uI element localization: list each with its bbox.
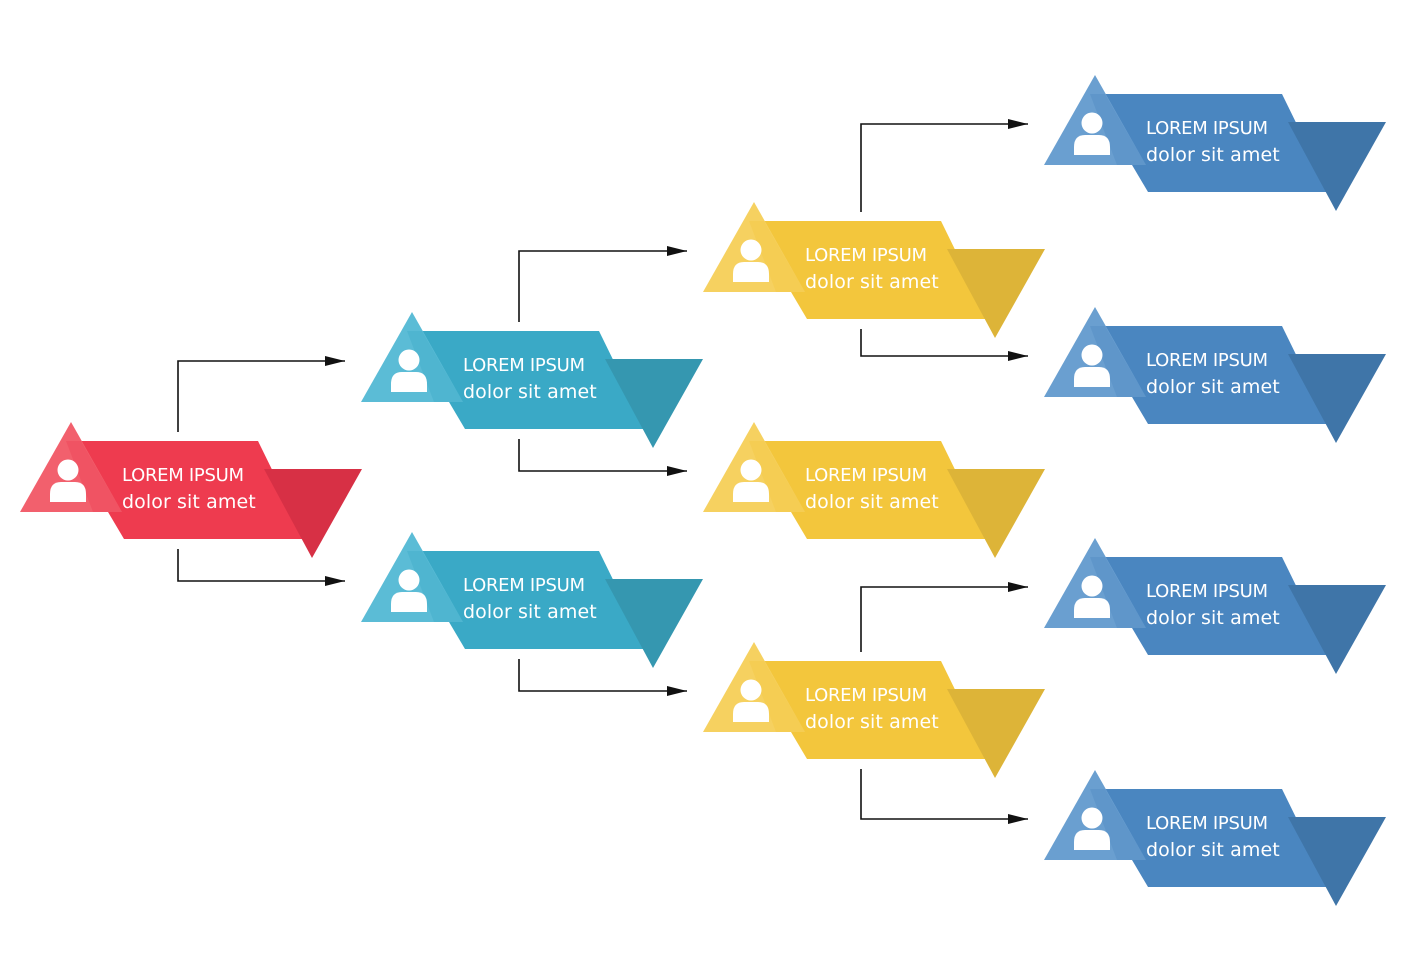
person-icon [1074,344,1110,387]
node-y3: LOREM IPSUM dolor sit amet [703,642,1045,778]
node-subtitle: dolor sit amet [1146,607,1280,629]
node-ribbon [1090,326,1330,424]
person-icon [733,239,769,282]
node-overlap-shade [749,661,805,732]
node-y2: LOREM IPSUM dolor sit amet [703,422,1045,558]
connector-t1-to-y1 [518,246,687,322]
node-subtitle: dolor sit amet [805,271,939,293]
node-fold [1288,585,1386,674]
node-b2: LOREM IPSUM dolor sit amet [1044,307,1386,443]
node-fold [947,469,1045,558]
node-ribbon [1090,94,1330,192]
node-subtitle: dolor sit amet [1146,839,1280,861]
node-fold [1288,122,1386,211]
node-t2: LOREM IPSUM dolor sit amet [361,532,703,668]
node-subtitle: dolor sit amet [1146,144,1280,166]
person-icon [1074,807,1110,850]
node-subtitle: dolor sit amet [805,711,939,733]
node-overlap-shade [1090,326,1146,397]
node-title: LOREM IPSUM [1146,581,1268,602]
node-root: LOREM IPSUM dolor sit amet [20,422,362,558]
node-subtitle: dolor sit amet [122,491,256,513]
node-subtitle: dolor sit amet [805,491,939,513]
node-overlap-shade [407,331,463,402]
node-title: LOREM IPSUM [805,245,927,266]
node-b4: LOREM IPSUM dolor sit amet [1044,770,1386,906]
node-t1: LOREM IPSUM dolor sit amet [361,312,703,448]
person-icon [733,459,769,502]
node-fold [605,579,703,668]
connector-t1-to-y2 [518,439,687,476]
node-ribbon [407,551,647,649]
node-title: LOREM IPSUM [805,465,927,486]
connector-root-to-t2 [177,549,345,586]
node-fold [1288,354,1386,443]
person-icon [50,459,86,502]
node-overlap-shade [407,551,463,622]
node-b3: LOREM IPSUM dolor sit amet [1044,538,1386,674]
node-ribbon [749,661,989,759]
node-title: LOREM IPSUM [463,355,585,376]
node-ribbon [749,221,989,319]
node-subtitle: dolor sit amet [463,381,597,403]
node-title: LOREM IPSUM [463,575,585,596]
connector-t2-to-y3 [518,659,687,696]
node-title: LOREM IPSUM [1146,350,1268,371]
connector-y3-to-b3 [860,582,1028,652]
node-ribbon [1090,789,1330,887]
node-subtitle: dolor sit amet [1146,376,1280,398]
node-fold [264,469,362,558]
node-fold [947,249,1045,338]
node-overlap-shade [749,221,805,292]
node-subtitle: dolor sit amet [463,601,597,623]
person-icon [1074,575,1110,618]
node-fold [947,689,1045,778]
connector-y1-to-b1 [860,119,1028,212]
node-y1: LOREM IPSUM dolor sit amet [703,202,1045,338]
node-title: LOREM IPSUM [805,685,927,706]
node-ribbon [407,331,647,429]
node-ribbon [749,441,989,539]
connector-root-to-t1 [177,356,345,432]
connectors [177,119,1028,824]
node-title: LOREM IPSUM [122,465,244,486]
node-b1: LOREM IPSUM dolor sit amet [1044,75,1386,211]
connector-y1-to-b2 [860,329,1028,361]
person-icon [1074,112,1110,155]
node-ribbon [1090,557,1330,655]
connector-y3-to-b4 [860,769,1028,824]
node-overlap-shade [749,441,805,512]
person-icon [391,569,427,612]
person-icon [733,679,769,722]
node-overlap-shade [1090,94,1146,165]
node-title: LOREM IPSUM [1146,813,1268,834]
node-ribbon [66,441,306,539]
node-title: LOREM IPSUM [1146,118,1268,139]
node-fold [605,359,703,448]
node-overlap-shade [1090,789,1146,860]
person-icon [391,349,427,392]
node-fold [1288,817,1386,906]
node-overlap-shade [1090,557,1146,628]
node-overlap-shade [66,441,122,512]
